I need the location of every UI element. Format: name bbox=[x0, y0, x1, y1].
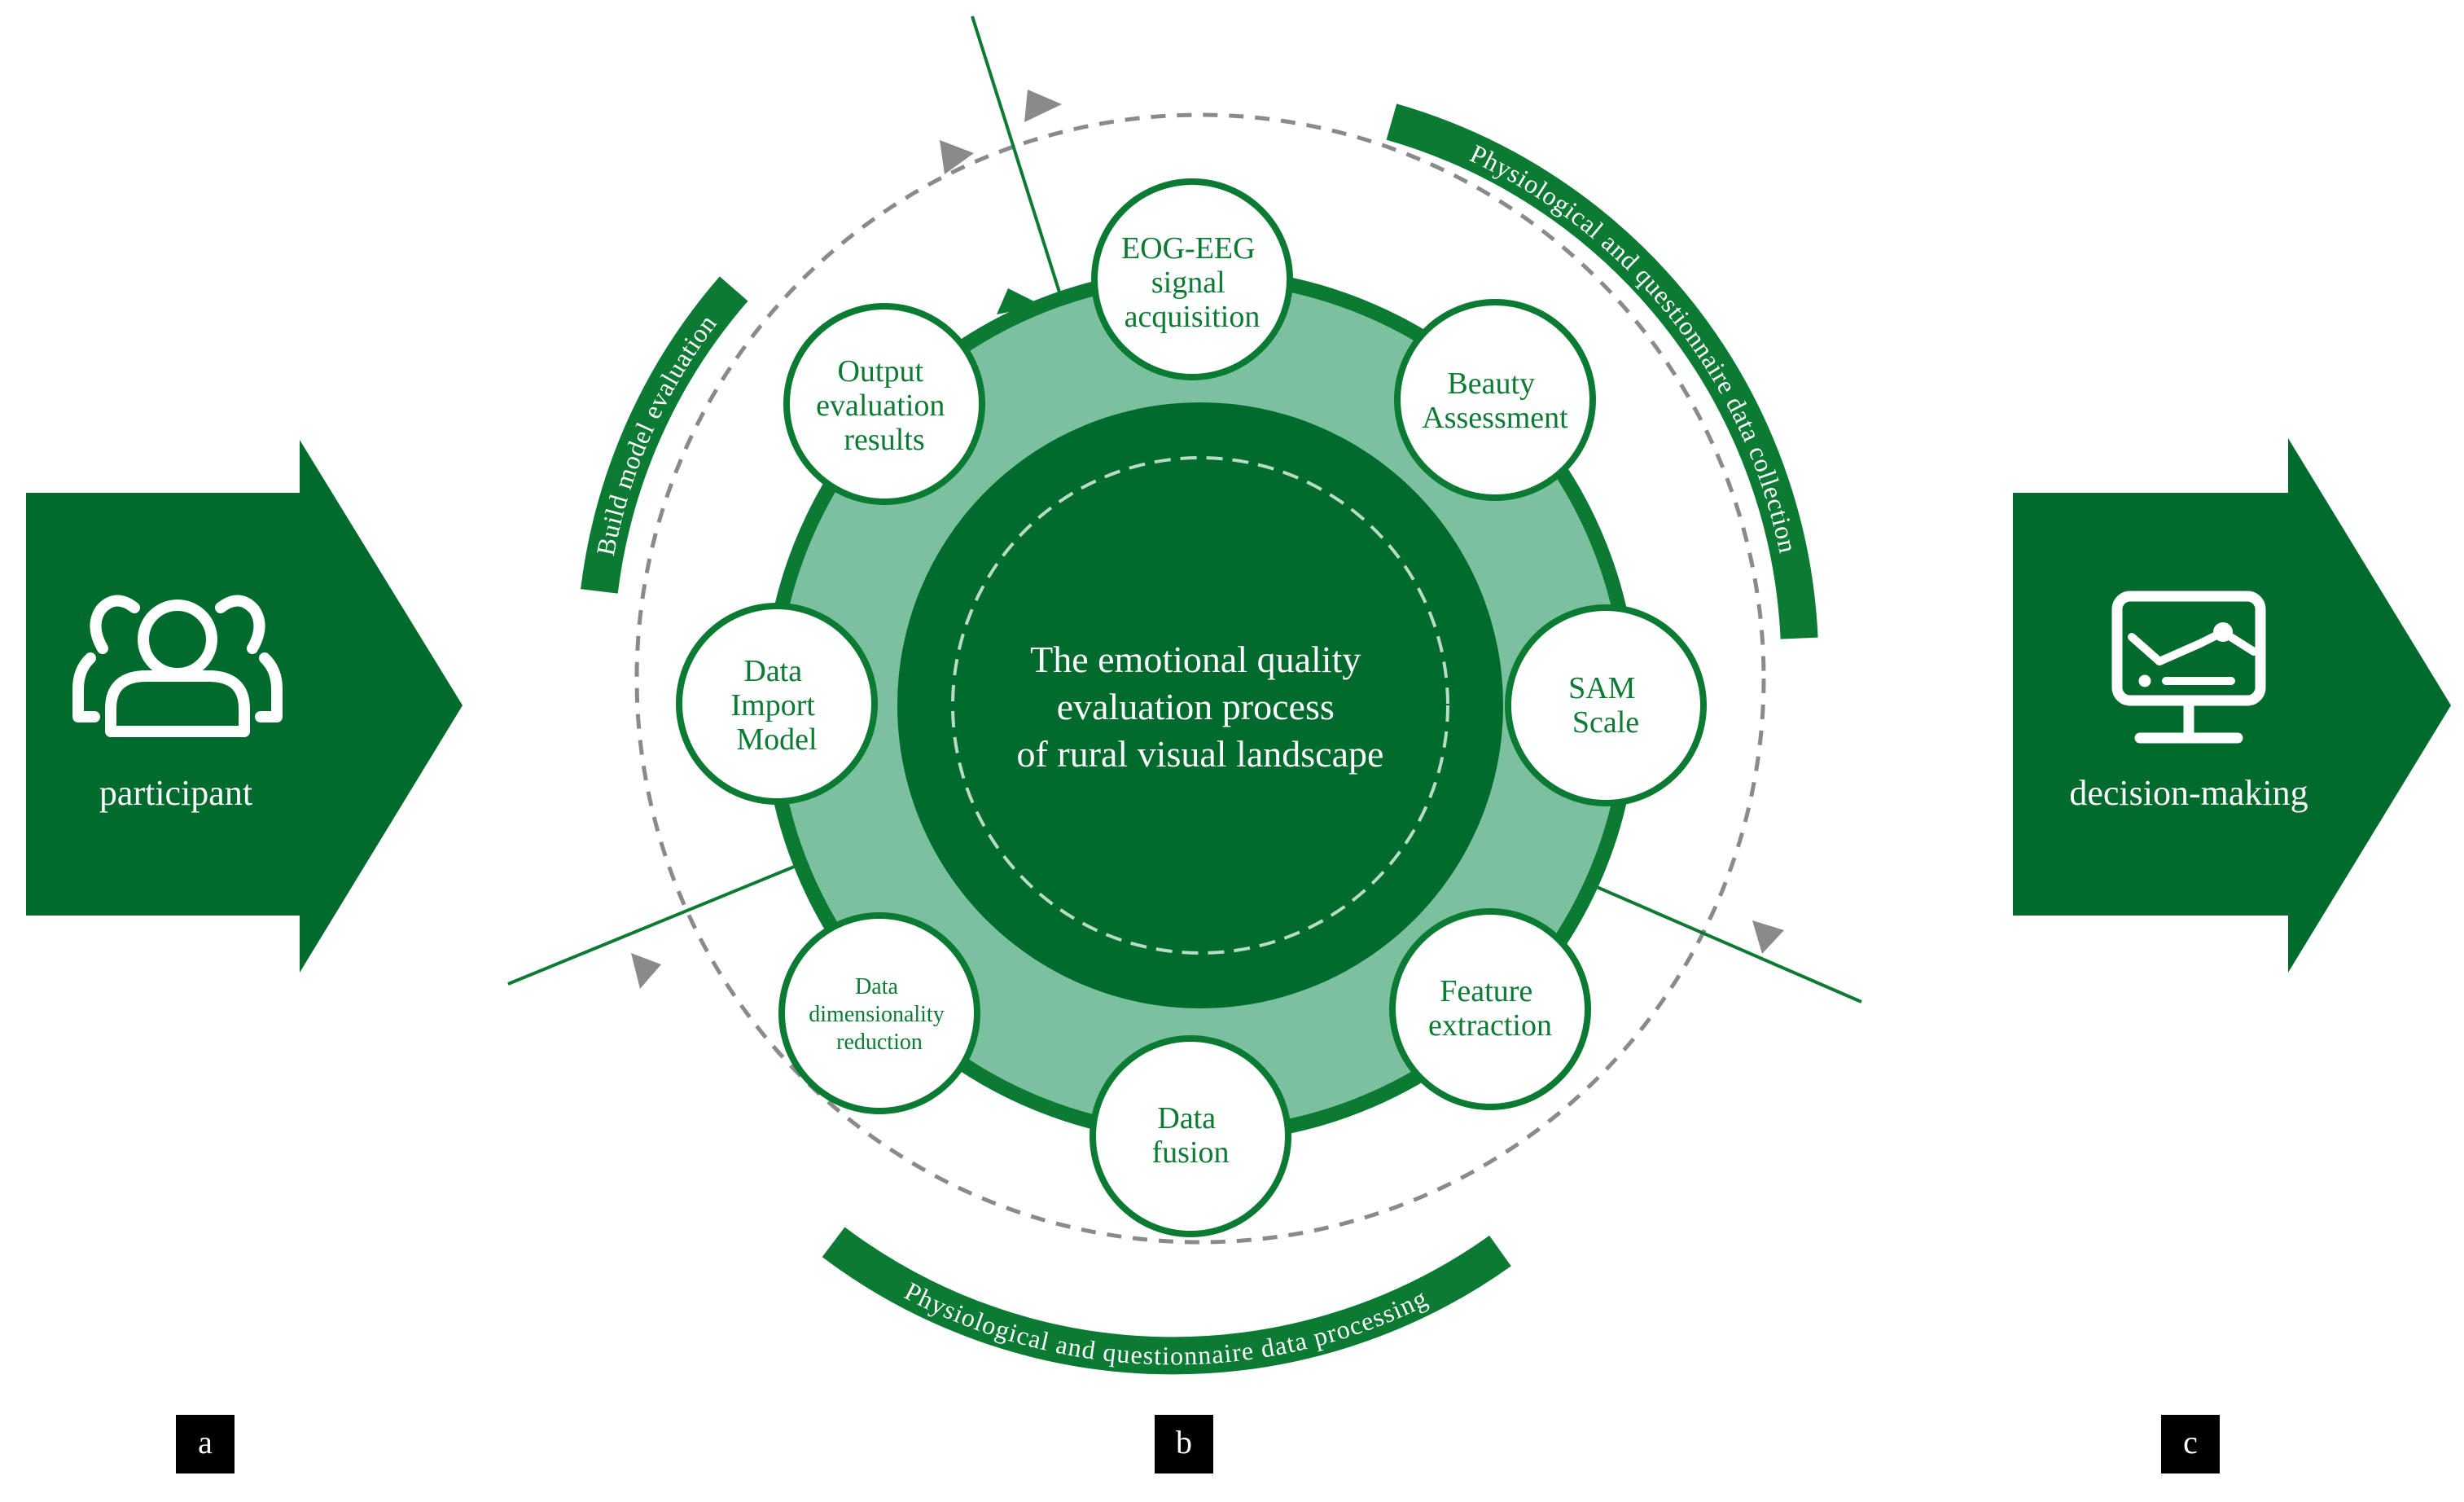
node-beauty-line-2: Assessment bbox=[1422, 401, 1568, 435]
node-eog-eeg-line-1: EOG-EEG bbox=[1121, 231, 1256, 266]
svg-text:Data fusion: Data fusion bbox=[1152, 1101, 1230, 1170]
cycle-arrowhead-right bbox=[1752, 920, 1784, 954]
node-output-line-2: evaluation bbox=[816, 389, 945, 423]
tag-a: a bbox=[176, 1415, 235, 1473]
node-beauty-line-1: Beauty bbox=[1447, 367, 1535, 401]
core-inner-dashed bbox=[951, 456, 1449, 955]
svg-text:SAM Scale: SAM Scale bbox=[1568, 671, 1643, 740]
participant-panel: participant bbox=[26, 440, 463, 973]
node-import-line-3: Model bbox=[736, 722, 817, 757]
cycle-arrowhead-left bbox=[631, 953, 661, 989]
decision-panel: decision-making bbox=[2013, 438, 2451, 973]
node-dimred-line-1: Data bbox=[855, 974, 898, 999]
outer-cycle-dashed bbox=[634, 112, 1766, 1245]
process-node-eog-eeg: EOG-EEG signal acquisition bbox=[1091, 178, 1293, 380]
node-dimred-line-2: dimensionality bbox=[809, 1002, 944, 1027]
tag-a-label: a bbox=[198, 1424, 213, 1460]
process-node-fusion: Data fusion bbox=[1090, 1035, 1291, 1237]
tag-c-label: c bbox=[2183, 1424, 2198, 1460]
tag-b: b bbox=[1155, 1415, 1213, 1473]
stage-label-build: Build model evaluation bbox=[590, 309, 721, 558]
node-fusion-line-2: fusion bbox=[1152, 1135, 1230, 1170]
node-sam-line-2: Scale bbox=[1572, 705, 1639, 740]
core-title-line-3: of rural visual landscape bbox=[1017, 733, 1384, 775]
stage-band-processing: Physiological and questionnaire data pro… bbox=[822, 1227, 1511, 1375]
process-node-beauty: Beauty Assessment bbox=[1394, 299, 1596, 501]
monitor-chart-icon bbox=[2111, 591, 2266, 744]
tag-b-label: b bbox=[1176, 1424, 1192, 1460]
decision-label: decision-making bbox=[2069, 773, 2308, 813]
participant-label: participant bbox=[99, 773, 252, 813]
svg-text:EOG-EEG signal: EOG-EEG signal acquisition bbox=[1121, 231, 1263, 334]
stage-label-processing: Physiological and questionnaire data pro… bbox=[900, 1276, 1431, 1370]
node-eog-eeg-line-2: signal bbox=[1151, 266, 1225, 300]
node-import-line-2: Import bbox=[731, 688, 816, 722]
process-node-output: Output evaluation results bbox=[783, 303, 985, 505]
core-title-line-1: The emotional quality bbox=[1030, 639, 1361, 680]
node-eog-eeg-line-3: acquisition bbox=[1125, 300, 1260, 334]
svg-text:Data dimensionality: Data dimensionality reduction bbox=[809, 974, 949, 1055]
node-import-line-1: Data bbox=[743, 654, 802, 688]
ring-arrowhead bbox=[997, 288, 1042, 314]
svg-text:Physiological and questionnair: Physiological and questionnaire data pro… bbox=[900, 1276, 1431, 1370]
process-node-feature: Feature extraction bbox=[1389, 908, 1591, 1110]
stage-band-build: Build model evaluation bbox=[581, 276, 748, 594]
svg-text:Output evaluation: Output evaluation results bbox=[816, 354, 953, 457]
tag-c: c bbox=[2161, 1415, 2220, 1473]
core-title: The emotional quality evaluation process… bbox=[1017, 639, 1384, 775]
node-dimred-line-3: reduction bbox=[836, 1030, 923, 1055]
process-node-sam: SAM Scale bbox=[1505, 604, 1707, 806]
center-diagram: Physiological and questionnaire data col… bbox=[507, 15, 1862, 1375]
svg-text:Build model evaluation: Build model evaluation bbox=[590, 309, 722, 558]
node-feature-line-2: extraction bbox=[1428, 1008, 1552, 1043]
svg-text:Data Import Mo: Data Import Model bbox=[731, 654, 823, 757]
process-node-import: Data Import Model bbox=[676, 603, 878, 805]
core-circle bbox=[897, 402, 1503, 1008]
svg-text:Beauty Assessment: Beauty Assessment bbox=[1422, 367, 1568, 435]
svg-text:Feature extraction: Feature extraction bbox=[1428, 974, 1552, 1043]
node-feature-line-1: Feature bbox=[1440, 974, 1532, 1008]
node-output-line-3: results bbox=[844, 423, 924, 457]
process-node-dimred: Data dimensionality reduction bbox=[778, 912, 980, 1114]
node-output-line-1: Output bbox=[837, 354, 923, 389]
cycle-arrowhead-topleft bbox=[940, 140, 974, 174]
core-title-line-2: evaluation process bbox=[1057, 686, 1335, 727]
node-fusion-line-1: Data bbox=[1157, 1101, 1216, 1135]
users-group-icon bbox=[72, 595, 283, 737]
cycle-arrowhead-top bbox=[1024, 90, 1062, 122]
node-sam-line-1: SAM bbox=[1568, 671, 1635, 705]
